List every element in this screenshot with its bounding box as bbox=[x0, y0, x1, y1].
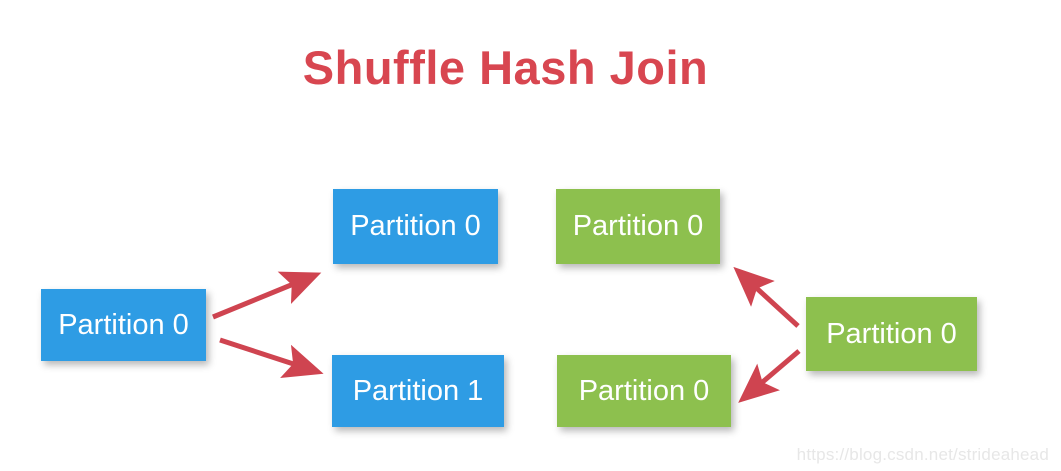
partition-box-shuffled-blue-0: Partition 0 bbox=[333, 189, 498, 264]
partition-box-label: Partition 1 bbox=[352, 374, 484, 407]
watermark-url: https://blog.csdn.net/strideahead bbox=[796, 445, 1049, 464]
partition-box-label: Partition 0 bbox=[578, 374, 710, 407]
partition-box-label: Partition 0 bbox=[826, 317, 957, 350]
diagram-title: Shuffle Hash Join bbox=[302, 41, 709, 94]
partition-box-shuffled-green-top: Partition 0 bbox=[556, 189, 720, 264]
arrow-left-to-top-blue bbox=[212, 271, 322, 320]
partition-box-shuffled-green-bottom: Partition 0 bbox=[557, 355, 731, 427]
partition-box-label: Partition 0 bbox=[58, 308, 189, 341]
arrow-right-to-top-green bbox=[733, 266, 800, 328]
arrow-left-to-bottom-blue bbox=[219, 337, 324, 379]
partition-box-label: Partition 0 bbox=[572, 210, 704, 242]
partition-box-left-source: Partition 0 bbox=[41, 289, 206, 361]
partition-box-label: Partition 0 bbox=[350, 210, 481, 242]
partition-box-right-source: Partition 0 bbox=[806, 297, 977, 371]
arrow-right-to-bottom-green bbox=[738, 349, 801, 403]
partition-box-shuffled-blue-1: Partition 1 bbox=[332, 355, 504, 427]
